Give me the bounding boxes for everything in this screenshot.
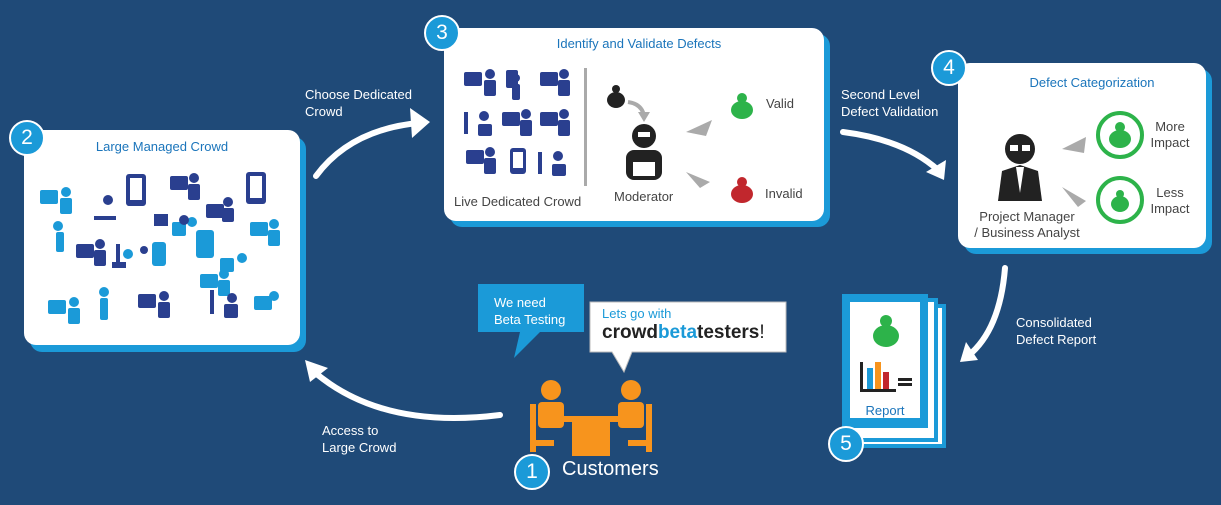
choose-crowd-label: Choose Dedicated Crowd bbox=[305, 87, 412, 119]
crowd-people-icon bbox=[40, 172, 280, 324]
bug-black-icon bbox=[607, 85, 625, 108]
access-crowd-label: Access to Large Crowd bbox=[322, 423, 397, 455]
arrow-choose-crowd bbox=[313, 120, 421, 179]
arrow-access-crowd bbox=[309, 367, 503, 421]
panel-title: Identify and Validate Defects bbox=[556, 36, 722, 51]
defect-categorization-panel: Defect Categorization Project Manager / … bbox=[958, 63, 1206, 248]
project-manager-icon bbox=[998, 134, 1042, 201]
report-label: Report bbox=[865, 403, 905, 418]
panel-title: Defect Categorization bbox=[1029, 75, 1155, 90]
need-testing-bubble: We need Beta Testing bbox=[494, 295, 566, 327]
less-impact-label: Less Impact bbox=[1150, 185, 1190, 216]
step-5-badge: 5 bbox=[828, 426, 864, 462]
step-2-badge: 2 bbox=[9, 120, 45, 156]
lets-go-text: Lets go with bbox=[602, 306, 672, 321]
moderator-label: Moderator bbox=[614, 189, 674, 204]
brand-crowd: crowd bbox=[602, 322, 658, 343]
step-1-badge: 1 bbox=[514, 454, 550, 490]
step-4-badge: 4 bbox=[931, 50, 967, 86]
panel-title: Large Managed Crowd bbox=[95, 139, 229, 154]
live-crowd-label: Live Dedicated Crowd bbox=[454, 194, 582, 209]
bug-valid-icon bbox=[731, 93, 753, 119]
arrow-second-validation bbox=[840, 129, 941, 173]
customers-label: Customers bbox=[562, 458, 659, 480]
arrow-consolidated bbox=[965, 265, 1008, 359]
step-3-badge: 3 bbox=[424, 15, 460, 51]
consolidated-report-label: Consolidated Defect Report bbox=[1016, 315, 1097, 347]
more-impact-label: More Impact bbox=[1150, 119, 1190, 150]
bug-invalid-icon bbox=[731, 177, 753, 203]
dedicated-crowd-icons bbox=[464, 68, 753, 203]
brand-bang: ! bbox=[759, 322, 765, 343]
large-crowd-panel: Large Managed Crowd bbox=[24, 130, 300, 345]
valid-label: Valid bbox=[766, 96, 794, 111]
categorization-icons bbox=[998, 111, 1144, 224]
brand-logo-text: crowdbetatesters! bbox=[602, 322, 765, 344]
second-validation-label: Second Level Defect Validation bbox=[841, 87, 939, 119]
bug-more-impact-icon bbox=[1109, 122, 1131, 148]
identify-defects-panel: Identify and Validate Defects bbox=[444, 28, 824, 221]
invalid-label: Invalid bbox=[765, 186, 803, 201]
bug-less-impact-icon bbox=[1111, 190, 1129, 212]
brand-beta: beta bbox=[657, 322, 698, 343]
brand-testers: testers bbox=[697, 322, 760, 343]
project-manager-label: Project Manager / Business Analyst bbox=[974, 209, 1080, 240]
